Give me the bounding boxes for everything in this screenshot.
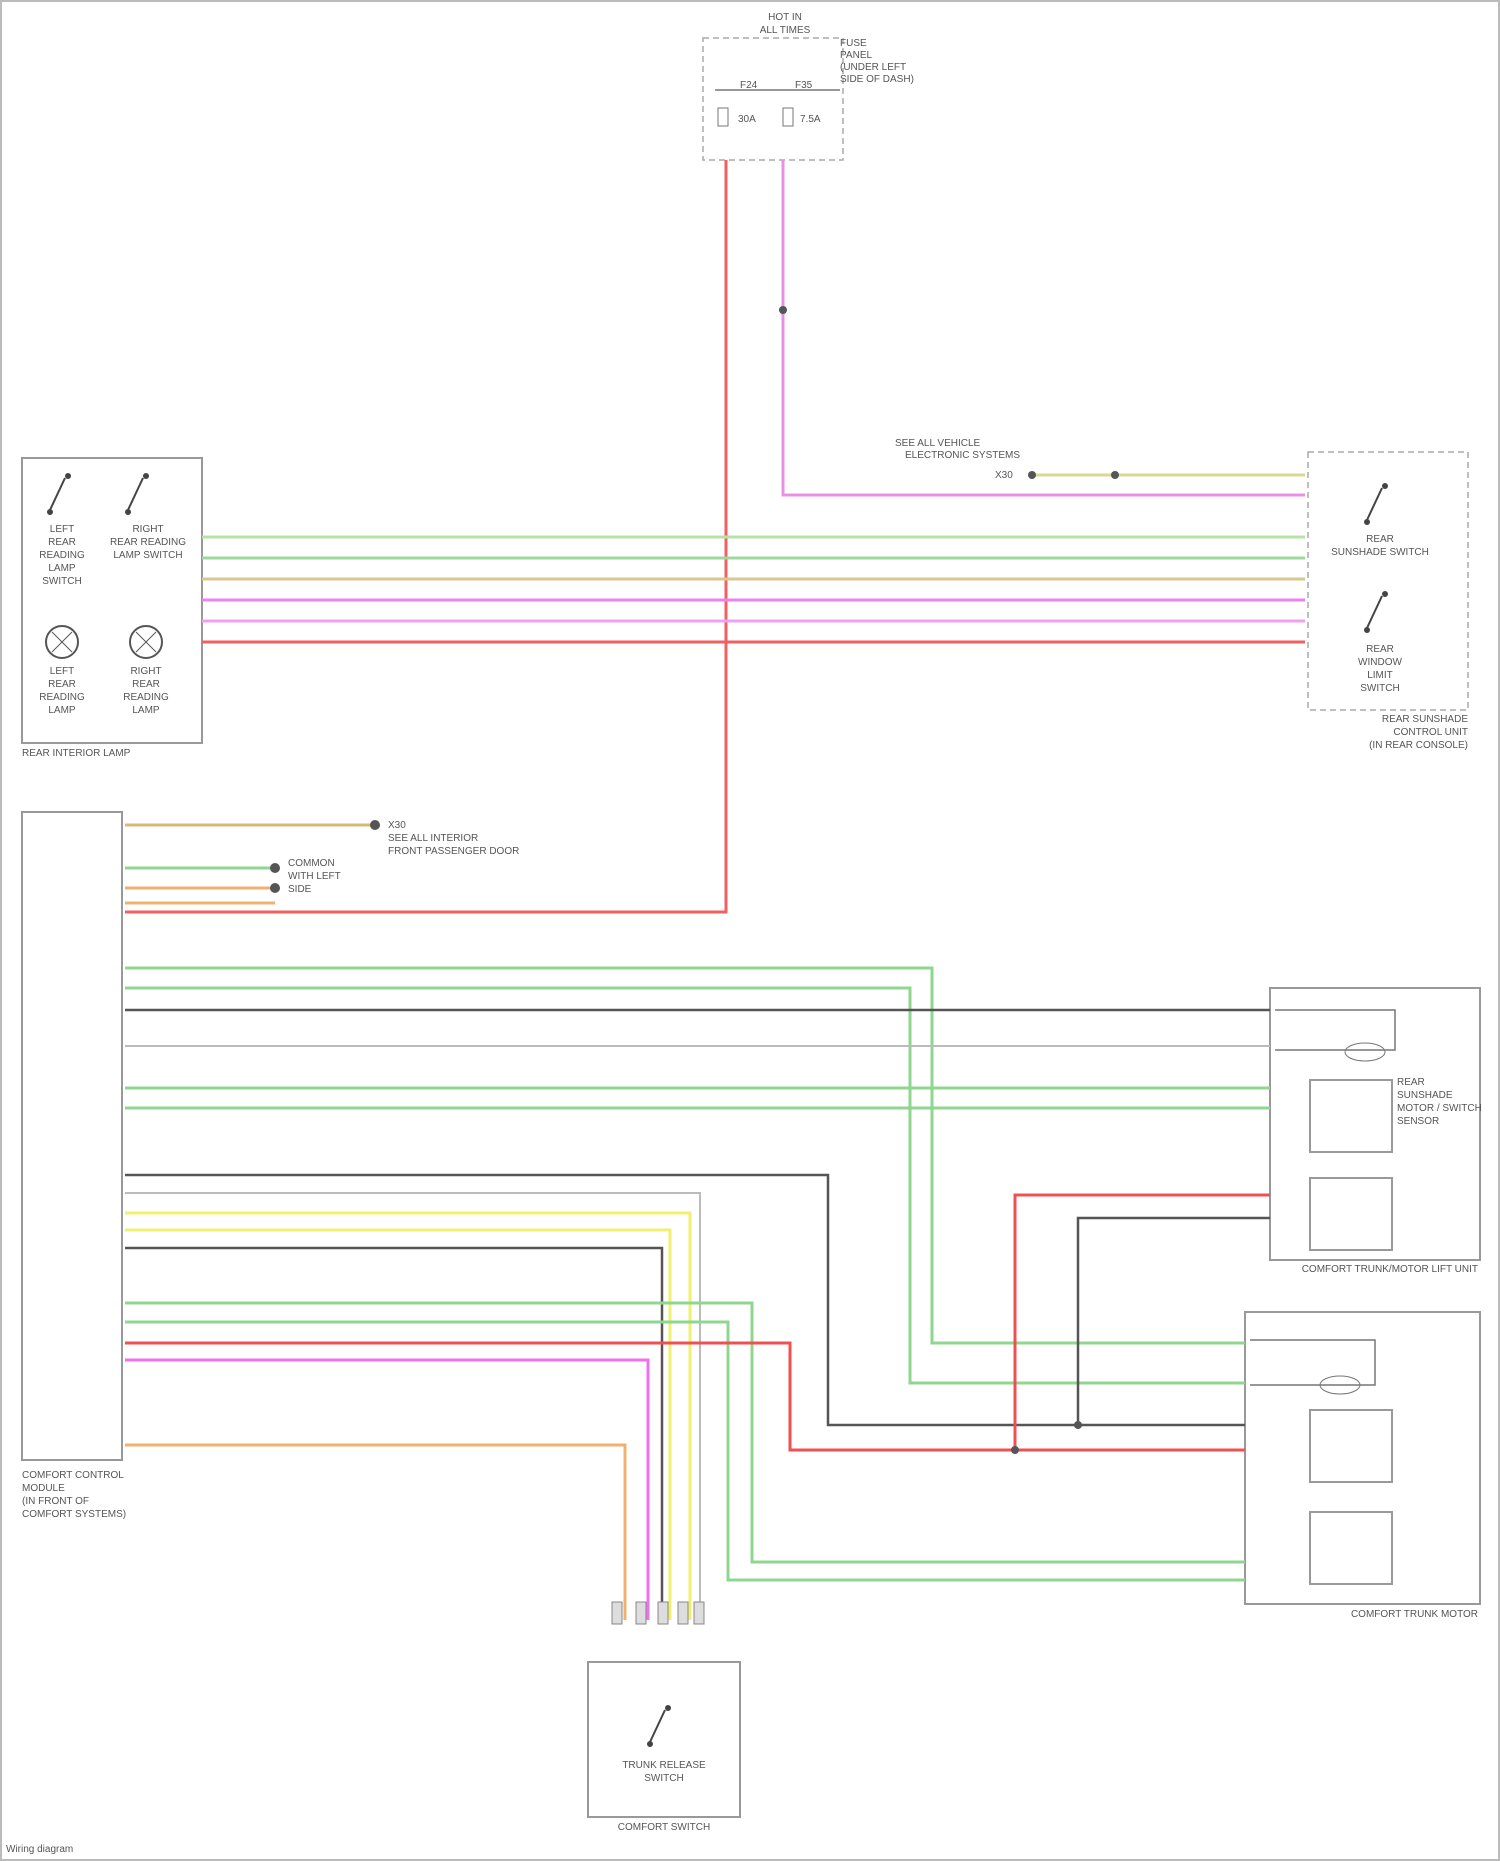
left-switch-l4: LAMP (48, 563, 76, 574)
right-lamp-l1: RIGHT (130, 666, 161, 677)
fuse-title-line-1: HOT IN (768, 12, 802, 23)
splice-dot (779, 306, 787, 314)
splice-dot (370, 820, 380, 830)
comfort-control-module: COMFORT CONTROL MODULE (IN FRONT OF COMF… (22, 812, 126, 1520)
module-caption-l4: COMFORT SYSTEMS) (22, 1509, 126, 1520)
right-switch-l3: LAMP SWITCH (113, 550, 182, 561)
left-switch-l2: REAR (48, 537, 76, 548)
sunshade-caption-l1: REAR SUNSHADE (1382, 714, 1468, 725)
right-lamp-l2: REAR (132, 679, 160, 690)
wire-yellow-out-2 (125, 1230, 670, 1620)
fuse-box-line-4: SIDE OF DASH) (840, 74, 914, 85)
fuse-box-line-3: (UNDER LEFT (840, 62, 906, 73)
window-switch-l4: SWITCH (1360, 683, 1399, 694)
connector-dot (1028, 471, 1036, 479)
rear-interior-lamp-caption: REAR INTERIOR LAMP (22, 748, 131, 759)
module-output-wires (125, 968, 1270, 1620)
wire-fuse7p5a-pink (783, 160, 1305, 495)
window-switch-l1: REAR (1366, 644, 1394, 655)
module-caption-l3: (IN FRONT OF (22, 1496, 89, 1507)
connector-dot (1111, 471, 1119, 479)
module-note-l1: X30 (388, 820, 406, 831)
lift-part-l2: SUNSHADE (1397, 1090, 1453, 1101)
module-caption-l2: MODULE (22, 1483, 65, 1494)
lift-module-2 (1310, 1178, 1392, 1250)
ground-note-code: X30 (995, 470, 1013, 481)
right-switch-l2: REAR READING (110, 537, 186, 548)
wire-red-lift (1015, 1195, 1270, 1450)
shared-note-l2: WITH LEFT (288, 871, 341, 882)
trunk-motor-lift-unit: REAR SUNSHADE MOTOR / SWITCH SENSOR COMF… (1270, 988, 1482, 1275)
shared-note-l1: COMMON (288, 858, 335, 869)
window-switch-l3: LIMIT (1367, 670, 1393, 681)
shared-note-l3: SIDE (288, 884, 312, 895)
left-switch-l3: READING (39, 550, 85, 561)
module-box (22, 812, 122, 1460)
sunshade-caption-l3: (IN REAR CONSOLE) (1369, 740, 1468, 751)
left-lamp-l1: LEFT (50, 666, 74, 677)
trunk-motor-caption: COMFORT TRUNK MOTOR (1351, 1609, 1478, 1620)
sunshade-switch-l1: REAR (1366, 534, 1394, 545)
fuse-title-line-2: ALL TIMES (760, 25, 811, 36)
window-switch-l2: WINDOW (1358, 657, 1402, 668)
module-caption-l1: COMFORT CONTROL (22, 1470, 124, 1481)
sunshade-caption-l2: CONTROL UNIT (1393, 727, 1468, 738)
rear-sunshade-control-unit: REAR SUNSHADE SWITCH REAR WINDOW LIMIT S… (1308, 452, 1468, 751)
ground-note-l2: ELECTRONIC SYSTEMS (905, 450, 1020, 461)
fuse-f24: F24 (740, 80, 758, 91)
splice-dot (270, 863, 280, 873)
splice-dot (270, 883, 280, 893)
fuse-30a-label: 30A (738, 114, 756, 125)
right-lamp-l3: READING (123, 692, 169, 703)
wire-white-out-2 (125, 1193, 700, 1620)
sunshade-switch-l2: SUNSHADE SWITCH (1331, 547, 1429, 558)
lift-part-l1: REAR (1397, 1077, 1425, 1088)
footer-text: Wiring diagram (6, 1844, 73, 1855)
left-switch-l5: SWITCH (42, 576, 81, 587)
wire-yellow-out-1 (125, 1213, 690, 1620)
left-lamp-l2: REAR (48, 679, 76, 690)
lift-part-l4: SENSOR (1397, 1116, 1439, 1127)
module-note-l3: FRONT PASSENGER DOOR (388, 846, 519, 857)
lift-module-1 (1310, 1080, 1392, 1152)
lamp-bus-wires (202, 537, 1305, 642)
fuse-box-line-2: PANEL (840, 50, 872, 61)
ground-note-l1: SEE ALL VEHICLE (895, 438, 981, 449)
module-note-l2: SEE ALL INTERIOR (388, 833, 478, 844)
left-lamp-l3: READING (39, 692, 85, 703)
wire-orange-out (125, 1445, 625, 1620)
splice-dot (1011, 1446, 1019, 1454)
lift-part-l3: MOTOR / SWITCH (1397, 1103, 1482, 1114)
left-switch-l1: LEFT (50, 524, 74, 535)
wire-gray-lift (1078, 1218, 1270, 1425)
wire-pink-out (125, 1360, 648, 1620)
ground-note: SEE ALL VEHICLE ELECTRONIC SYSTEMS X30 (895, 438, 1305, 481)
comfort-switch-box (588, 1662, 740, 1817)
comfort-switch-l2: SWITCH (644, 1773, 683, 1784)
fuse-7p5a-label: 7.5A (800, 114, 821, 125)
splice-dot (1074, 1421, 1082, 1429)
comfort-switch-caption: COMFORT SWITCH (618, 1822, 710, 1833)
trunk-module-2 (1310, 1512, 1392, 1584)
lift-unit-caption: COMFORT TRUNK/MOTOR LIFT UNIT (1302, 1264, 1478, 1275)
right-lamp-l4: LAMP (132, 705, 160, 716)
right-switch-l1: RIGHT (132, 524, 163, 535)
left-lamp-l4: LAMP (48, 705, 76, 716)
fuse-f35: F35 (795, 80, 813, 91)
trunk-motor: COMFORT TRUNK MOTOR (1245, 1312, 1480, 1620)
comfort-switch: TRUNK RELEASE SWITCH COMFORT SWITCH (588, 1602, 740, 1833)
fuse-box-line-1: FUSE (840, 38, 867, 49)
fuse-panel-box (703, 38, 843, 160)
comfort-switch-l1: TRUNK RELEASE (622, 1760, 706, 1771)
trunk-module-1 (1310, 1410, 1392, 1482)
rear-interior-lamp-block: LEFT REAR READING LAMP SWITCH RIGHT REAR… (22, 458, 202, 759)
fuse-block: HOT IN ALL TIMES FUSE PANEL (UNDER LEFT … (703, 12, 914, 160)
